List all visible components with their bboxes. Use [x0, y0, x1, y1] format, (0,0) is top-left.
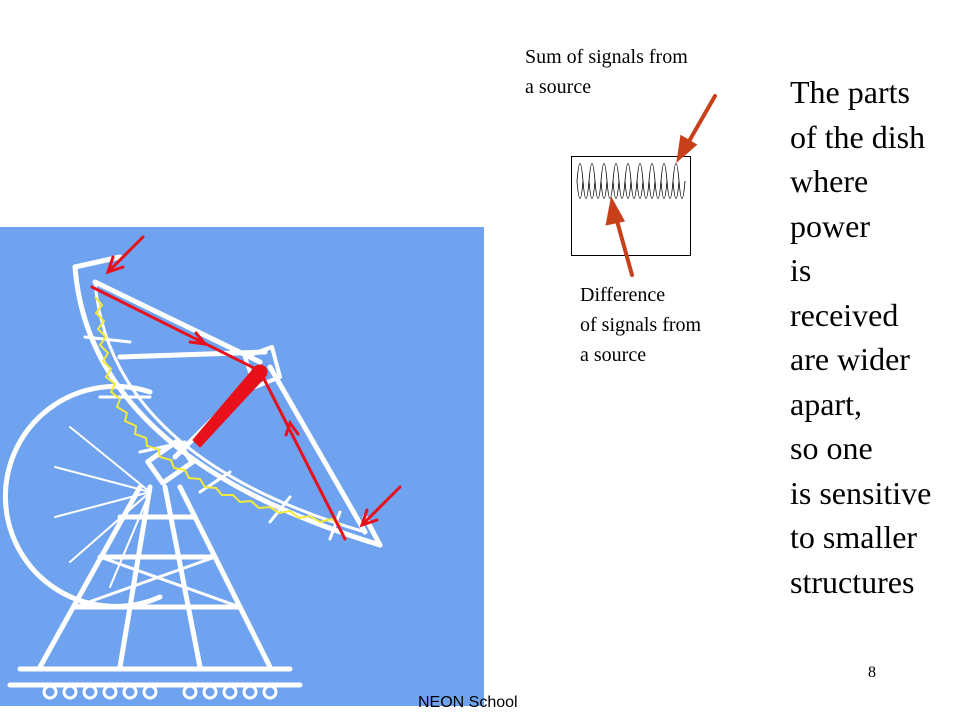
sum-arrow-icon	[682, 94, 717, 152]
receiver-box	[145, 438, 195, 486]
page-number: 8	[868, 664, 876, 681]
feed-horn	[192, 364, 268, 448]
arrow-icon	[676, 134, 698, 164]
difference-of-signals-label: Difference of signals from a source	[580, 284, 702, 366]
reflected-ray-bottom	[260, 373, 347, 541]
radio-telescope-illustration	[2, 235, 402, 700]
slide-body-text: The parts of the dish where power is rec…	[790, 74, 932, 600]
footer-text: NEON School	[418, 694, 518, 711]
sum-of-signals-label: Sum of signals from a source	[525, 46, 688, 98]
signal-waveform	[571, 156, 691, 256]
signal-box	[571, 156, 691, 256]
base-wheels	[42, 684, 278, 700]
signal-rays	[90, 235, 402, 541]
reflector-surface	[94, 296, 342, 526]
telescope-illustration	[0, 227, 484, 706]
dish-truss	[72, 254, 383, 548]
incoming-ray-top	[106, 235, 145, 274]
reflected-ray-top	[90, 285, 260, 372]
elevation-wheel	[2, 383, 163, 609]
incoming-ray-bottom	[360, 485, 402, 527]
mount-frame	[37, 484, 273, 670]
